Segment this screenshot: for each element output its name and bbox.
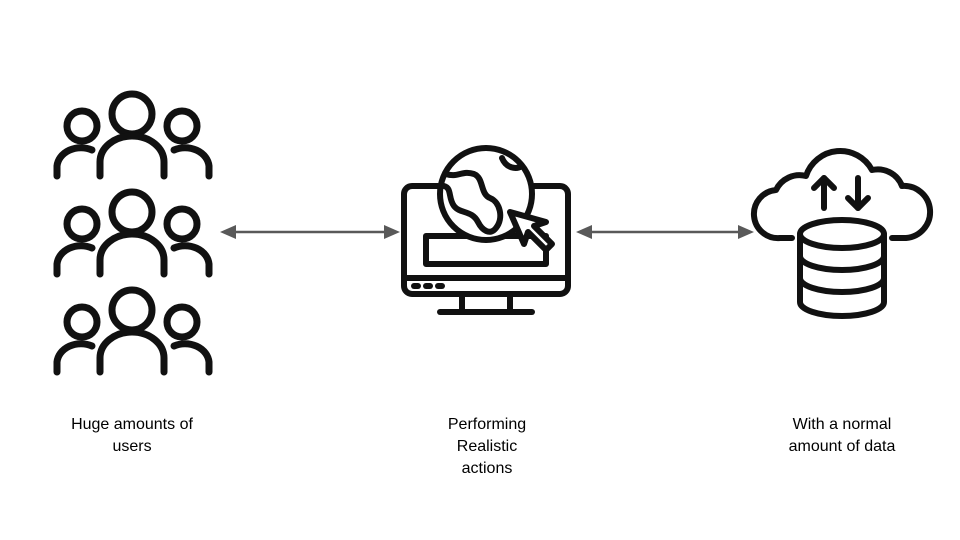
cloud-database-icon [750, 142, 933, 322]
node-label-actions: Performing Realistic actions [447, 416, 527, 477]
node-label-users: Huge amounts of users [71, 416, 193, 455]
arrow-users-actions [220, 222, 400, 242]
web-monitor-icon [400, 145, 572, 318]
node-label-data: With a normal amount of data [788, 416, 896, 455]
arrow-actions-data [576, 222, 754, 242]
users-group-icon [52, 88, 214, 378]
